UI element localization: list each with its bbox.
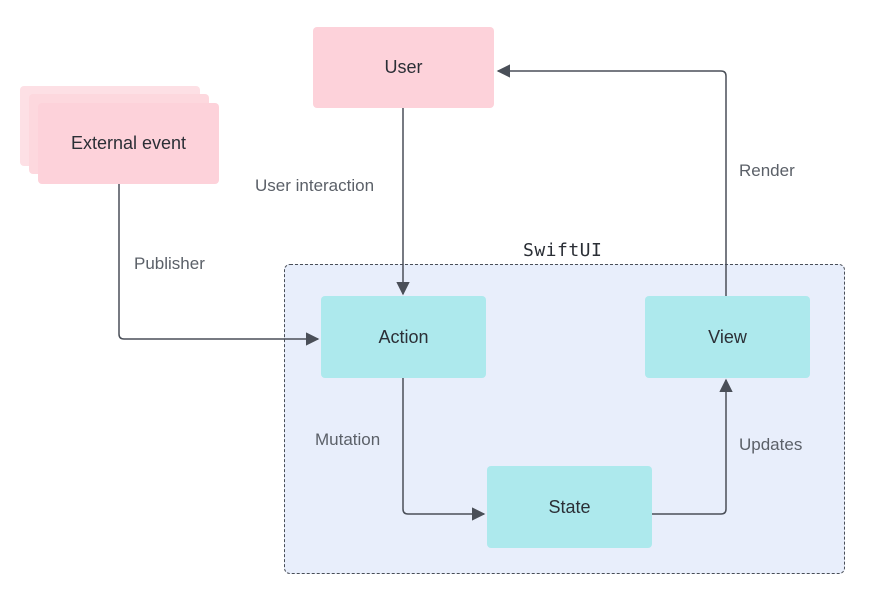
- swiftui-group-label: SwiftUI: [523, 240, 603, 261]
- edge-label-mutation: Mutation: [315, 430, 381, 449]
- edge-label-render: Render: [739, 161, 795, 180]
- edge-label-user-interaction: User interaction: [255, 176, 375, 195]
- user-node: User: [313, 27, 494, 108]
- edge-label-publisher: Publisher: [134, 254, 205, 273]
- external-event-label: External event: [70, 133, 187, 153]
- action-label: Action: [378, 326, 429, 347]
- external-event-node: External event: [38, 103, 219, 184]
- state-label: State: [548, 496, 591, 517]
- view-node: View: [645, 296, 810, 378]
- edge-label-updates: Updates: [739, 435, 803, 454]
- action-node: Action: [321, 296, 486, 378]
- edge-view-to-user: [496, 64, 727, 296]
- state-node: State: [487, 466, 652, 548]
- view-label: View: [708, 326, 747, 347]
- user-label: User: [384, 57, 423, 77]
